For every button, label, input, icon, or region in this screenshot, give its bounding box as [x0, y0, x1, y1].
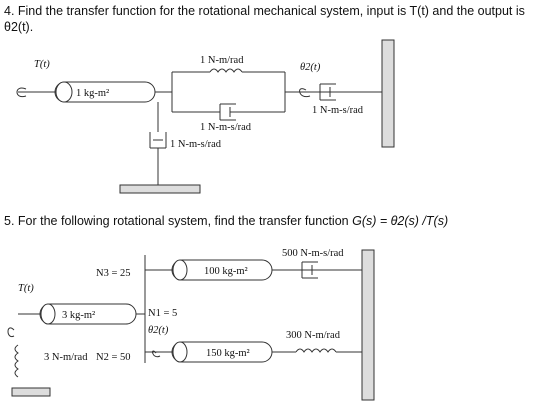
- damper-right-label: 1 N-m-s/rad: [312, 105, 364, 116]
- torque5-label: T(t): [18, 283, 34, 294]
- ground5: [11, 387, 51, 397]
- torque-label: T(t): [34, 59, 50, 70]
- output-label: θ2(t): [300, 62, 321, 73]
- inertia5-bottom-label: 150 kg-m²: [206, 348, 250, 359]
- inertia5-left-label: 3 kg-m²: [62, 310, 95, 321]
- spring5-right-icon: [295, 348, 337, 353]
- damper-lower-label: 1 N-m-s/rad: [170, 139, 222, 150]
- damper-right-icon: [319, 83, 336, 101]
- right-wall5: [361, 249, 375, 401]
- damper5-right-icon: [301, 261, 318, 279]
- torque5-arrow-icon: [7, 327, 15, 338]
- problem4-text-line1: 4. Find the transfer function for the ro…: [4, 4, 525, 18]
- damper-upper-label: 1 N-m-s/rad: [200, 122, 252, 133]
- spring-label: 1 N-m/rad: [200, 55, 244, 66]
- spring5-right-label: 300 N-m/rad: [286, 330, 341, 341]
- ground: [119, 184, 201, 194]
- spring5-left-icon: [14, 344, 19, 378]
- n1-label: N1 = 5: [148, 308, 177, 319]
- inertia-label: 1 kg-m²: [76, 88, 109, 99]
- problem5-question: 5. For the following rotational system, …: [4, 214, 349, 228]
- output-arrow-icon: [299, 88, 311, 98]
- damper5-right-label: 500 N-m-s/rad: [282, 248, 344, 259]
- n3-label: N3 = 25: [96, 268, 131, 279]
- theta2-label: θ2(t): [148, 325, 169, 336]
- n2-label: N2 = 50: [96, 352, 131, 363]
- spring-icon: [209, 68, 243, 73]
- damper5-left-label: 3 N-m/rad: [44, 352, 88, 363]
- torque-arrow-icon: [16, 87, 27, 98]
- problem5-text: 5. For the following rotational system, …: [4, 214, 448, 228]
- inertia5-top-label: 100 kg-m²: [204, 266, 248, 277]
- problem4-text-line2: θ2(t).: [4, 20, 34, 34]
- damper-upper-icon: [219, 103, 236, 121]
- right-wall: [381, 39, 395, 148]
- problem5-tf: G(s) = θ2(s) /T(s): [352, 214, 449, 228]
